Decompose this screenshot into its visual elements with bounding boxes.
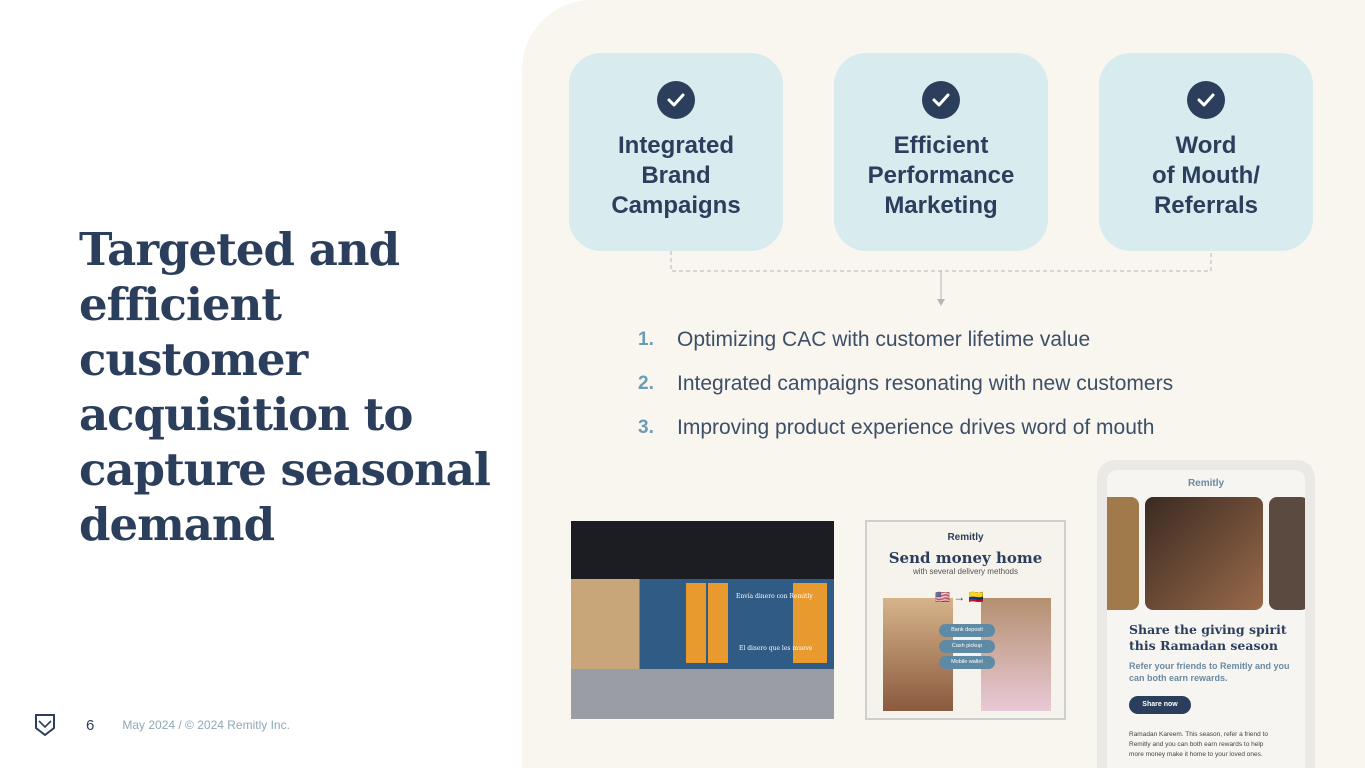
list-item: 1.Optimizing CAC with customer lifetime … <box>638 328 1091 351</box>
train-ad-photo: Envía dinero con Remitly El dinero que l… <box>571 521 834 719</box>
arrow-down-icon <box>937 299 945 306</box>
pillar-brand-campaigns: Integrated Brand Campaigns <box>569 53 783 251</box>
email-ad-phone: Remitly Share the giving spirit this Ram… <box>1097 460 1315 768</box>
remitly-logo-icon <box>35 714 55 737</box>
slide-title: Targeted and efficient customer acquisit… <box>79 223 491 551</box>
check-circle-icon <box>1187 81 1225 119</box>
footer-copyright: May 2024 / © 2024 Remitly Inc. <box>122 718 290 732</box>
pillar-referrals: Word of Mouth/ Referrals <box>1099 53 1313 251</box>
pillar-performance-marketing: Efficient Performance Marketing <box>834 53 1048 251</box>
woman-photo <box>883 598 953 711</box>
print-ad: Remitly Send money home with several del… <box>865 520 1066 720</box>
pillar-label: Word of Mouth/ Referrals <box>1152 132 1260 219</box>
pillar-label: Efficient Performance Marketing <box>867 132 1015 219</box>
connector-lines <box>670 251 1212 306</box>
list-item: 2.Integrated campaigns resonating with n… <box>638 372 1174 395</box>
share-now-button[interactable]: Share now <box>1129 696 1191 714</box>
ramadan-photos <box>1107 497 1305 610</box>
page-number: 6 <box>86 716 95 734</box>
check-circle-icon <box>922 81 960 119</box>
man-photo <box>981 598 1051 711</box>
check-circle-icon <box>657 81 695 119</box>
footer: 6 May 2024 / © 2024 Remitly Inc. <box>34 712 290 738</box>
list-item: 3.Improving product experience drives wo… <box>638 416 1155 439</box>
pillar-label: Integrated Brand Campaigns <box>611 132 741 219</box>
points-list: 1.Optimizing CAC with customer lifetime … <box>638 318 1173 450</box>
us-to-colombia-flags-icon: 🇺🇸 → 🇨🇴 <box>935 590 984 604</box>
